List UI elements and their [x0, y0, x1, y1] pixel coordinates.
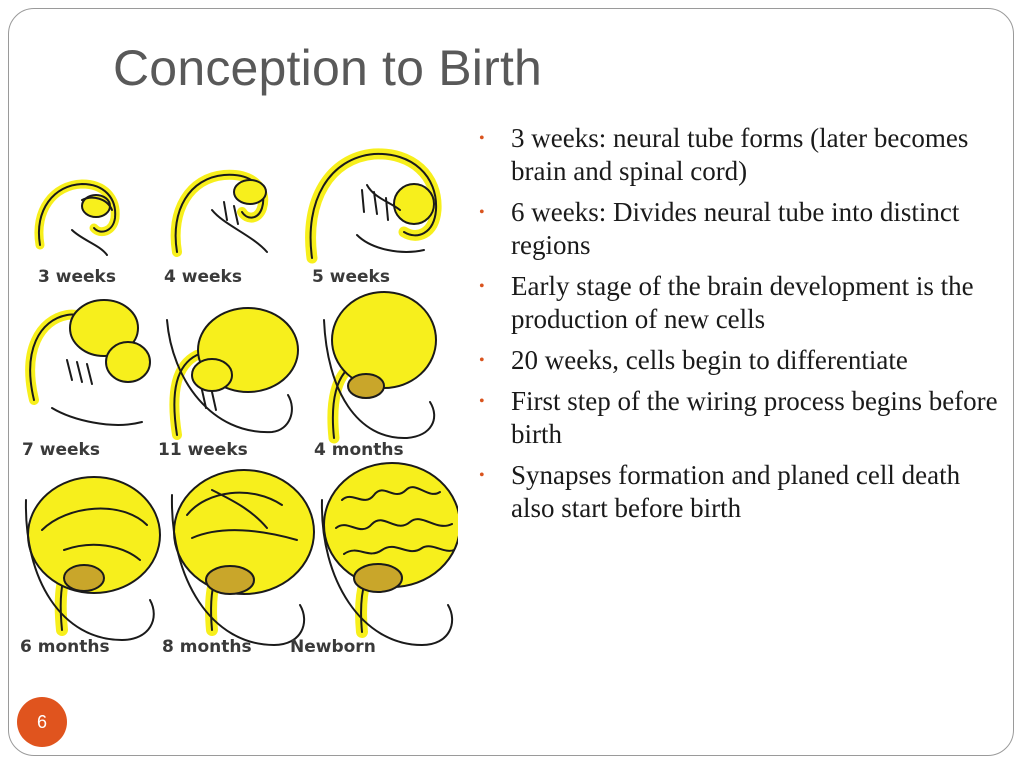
fetus-6-months-figure [24, 476, 161, 641]
bullet-text: First step of the wiring process begins … [511, 386, 998, 449]
bullet-marker-icon: • [479, 278, 485, 295]
fetus-8-months-figure [170, 469, 315, 646]
bullet-text: 6 weeks: Divides neural tube into distin… [511, 197, 960, 260]
label-5-weeks: 5 weeks [312, 267, 390, 287]
bullet-text: Synapses formation and planed cell death… [511, 460, 961, 523]
bullet-list: • 3 weeks: neural tube forms (later becom… [478, 122, 998, 533]
bullet-item: • First step of the wiring process begins… [478, 385, 998, 451]
label-8-months: 8 months [162, 637, 252, 657]
bullet-text: 3 weeks: neural tube forms (later become… [511, 123, 969, 186]
label-4-months: 4 months [314, 440, 404, 460]
bullet-item: • Early stage of the brain development is… [478, 270, 998, 336]
bullet-marker-icon: • [479, 130, 485, 147]
bullet-marker-icon: • [479, 467, 485, 484]
slide-number: 6 [36, 711, 47, 732]
bullet-text: Early stage of the brain development is … [511, 271, 974, 334]
bullet-item: • 6 weeks: Divides neural tube into disti… [478, 196, 998, 262]
bullet-text: 20 weeks, cells begin to differentiate [511, 345, 908, 375]
label-11-weeks: 11 weeks [158, 440, 248, 460]
embryo-4-weeks-figure [170, 169, 269, 257]
bullet-item: • 3 weeks: neural tube forms (later becom… [478, 122, 998, 188]
bullet-marker-icon: • [479, 393, 485, 410]
label-3-weeks: 3 weeks [38, 267, 116, 287]
embryo-3-weeks-figure [34, 179, 120, 256]
embryo-5-weeks-figure [305, 148, 442, 264]
label-newborn: Newborn [290, 637, 376, 657]
bullet-item: • Synapses formation and planed cell deat… [478, 459, 998, 525]
slide-title: Conception to Birth [113, 40, 543, 96]
fetus-4-months-figure [323, 291, 437, 444]
embryo-11-weeks-figure [166, 307, 299, 440]
label-4-weeks: 4 weeks [164, 267, 242, 287]
bullet-item: • 20 weeks, cells begin to differentiate [478, 344, 998, 377]
embryo-7-weeks-figure [25, 299, 151, 426]
slide-number-badge: 6 [17, 697, 67, 747]
bullet-marker-icon: • [479, 204, 485, 221]
newborn-brain-figure [320, 462, 458, 646]
label-6-months: 6 months [20, 637, 110, 657]
label-7-weeks: 7 weeks [22, 440, 100, 460]
bullet-marker-icon: • [479, 352, 485, 369]
brain-development-diagram: 3 weeks 4 weeks 5 weeks 7 weeks 11 weeks… [20, 148, 458, 657]
